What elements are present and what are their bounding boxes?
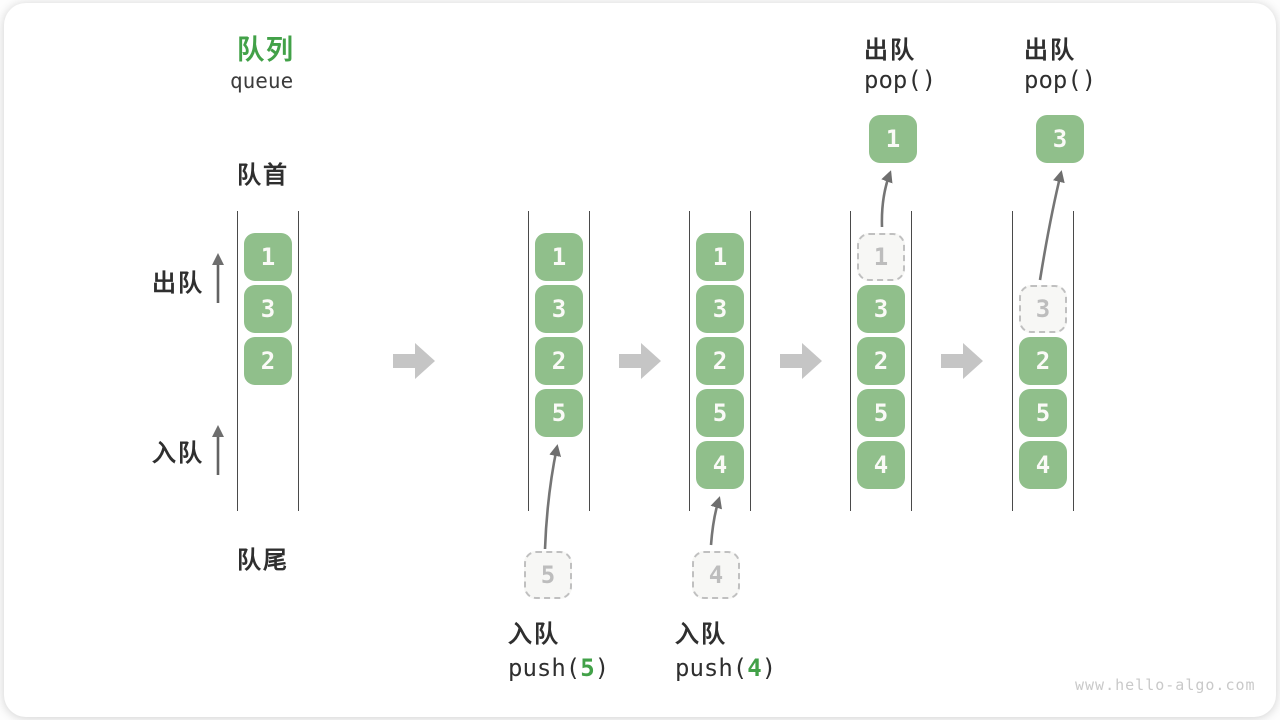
- queue-cell: 1: [244, 233, 292, 281]
- enqueue-side-label: 入队: [152, 440, 204, 467]
- queue-cell: 1: [535, 233, 583, 281]
- queue-cell: 3: [244, 285, 292, 333]
- queue-cell: 4: [1019, 441, 1067, 489]
- pop-op-code: pop(): [1024, 66, 1097, 94]
- push-fn-close: ): [594, 654, 610, 682]
- pop-op-label: 出队: [864, 37, 916, 64]
- push-arg: 4: [747, 654, 762, 682]
- push-fn-close: ): [761, 654, 777, 682]
- push-op-code: push(4): [675, 654, 776, 682]
- incoming-ghost-cell: 4: [692, 551, 740, 599]
- queue-cell: 5: [1019, 389, 1067, 437]
- queue-rails-state-5: [1012, 211, 1074, 511]
- queue-rails-state-2: [528, 211, 590, 511]
- queue-cell: 3: [857, 285, 905, 333]
- push-op-label: 入队: [675, 621, 727, 648]
- incoming-ghost-cell: 5: [524, 551, 572, 599]
- popped-ghost-cell: 1: [857, 233, 905, 281]
- push-arg: 5: [580, 654, 595, 682]
- figure-title: 队列: [237, 35, 295, 65]
- popped-ghost-cell: 3: [1019, 285, 1067, 333]
- queue-cell: 3: [696, 285, 744, 333]
- queue-cell: 2: [244, 337, 292, 385]
- queue-rails-state-4: [850, 211, 912, 511]
- pop-op-label: 出队: [1024, 37, 1076, 64]
- flow-arrow-icon: [543, 170, 1065, 550]
- queue-cell: 3: [535, 285, 583, 333]
- queue-cell: 2: [857, 337, 905, 385]
- dequeue-side-label: 出队: [152, 270, 204, 297]
- queue-cell: 4: [857, 441, 905, 489]
- watermark: www.hello-algo.com: [1075, 676, 1256, 694]
- popped-value-box: 1: [869, 115, 917, 163]
- queue-cell: 2: [1019, 337, 1067, 385]
- queue-cell: 2: [535, 337, 583, 385]
- queue-cell: 4: [696, 441, 744, 489]
- queue-rails-state-1: [237, 211, 299, 511]
- queue-cell: 5: [857, 389, 905, 437]
- popped-value-box: 3: [1036, 115, 1084, 163]
- queue-front-label: 队首: [237, 162, 289, 189]
- queue-cell: 1: [696, 233, 744, 281]
- queue-rear-label: 队尾: [237, 547, 289, 574]
- queue-cell: 5: [696, 389, 744, 437]
- queue-cell: 5: [535, 389, 583, 437]
- pop-op-code: pop(): [864, 66, 937, 94]
- push-fn-open: push(: [508, 654, 581, 682]
- push-op-label: 入队: [508, 621, 560, 648]
- push-fn-open: push(: [675, 654, 748, 682]
- queue-rails-state-3: [689, 211, 751, 511]
- figure-subtitle: queue: [230, 69, 294, 93]
- push-op-code: push(5): [508, 654, 609, 682]
- queue-cell: 2: [696, 337, 744, 385]
